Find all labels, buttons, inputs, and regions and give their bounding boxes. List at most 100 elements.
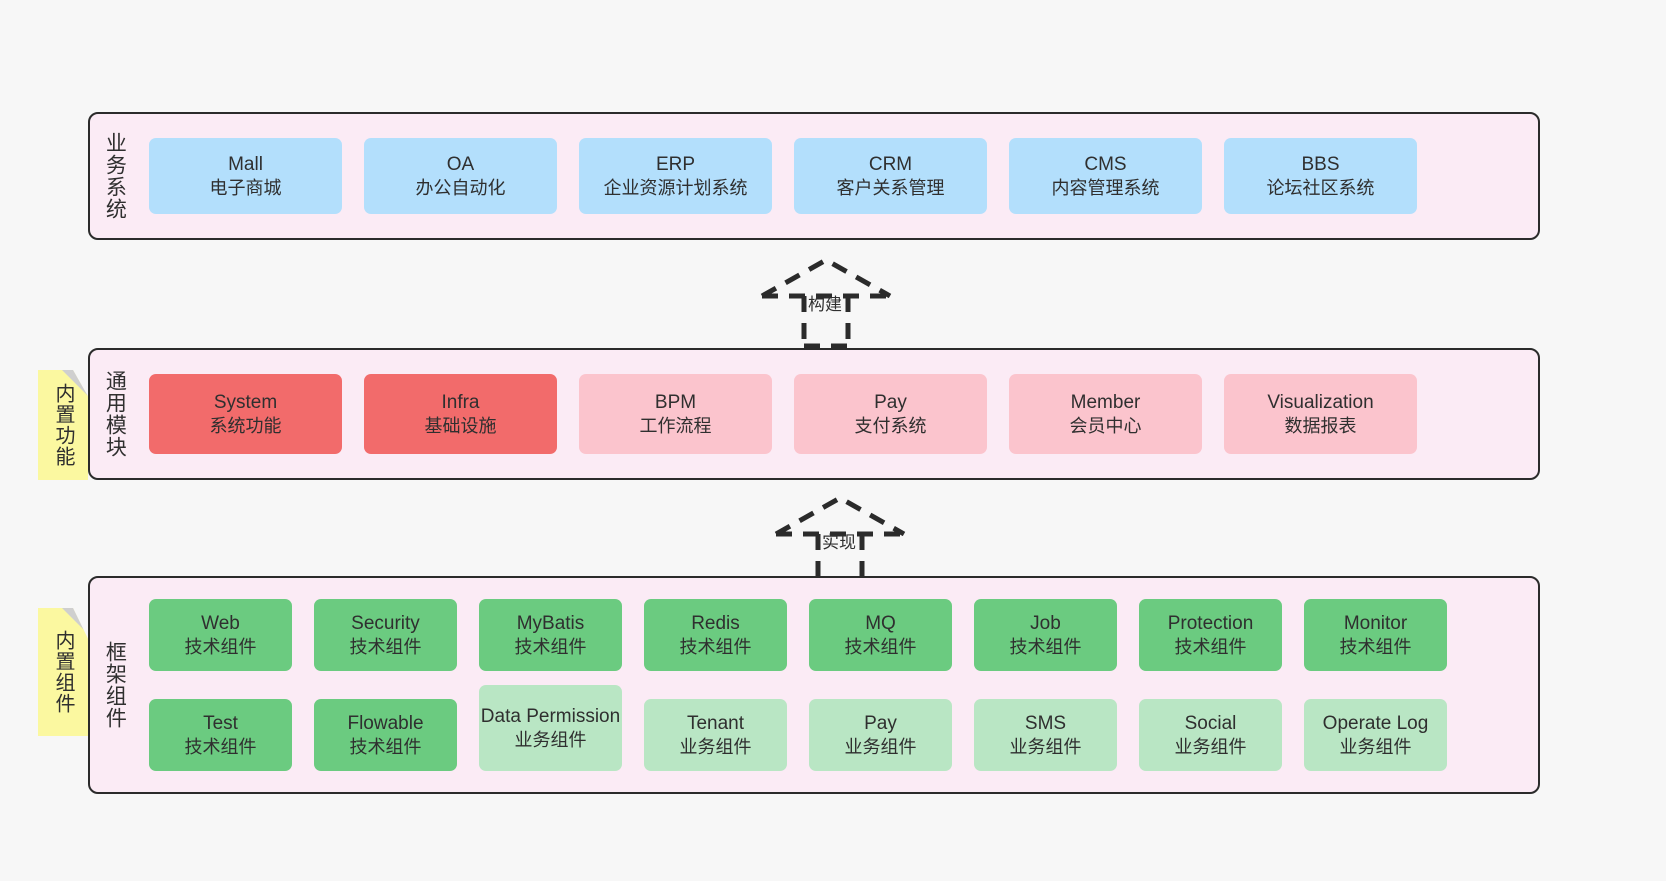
component-card-subtitle: 业务组件 <box>1009 736 1082 757</box>
component-card-subtitle: 业务组件 <box>1174 736 1247 757</box>
component-card-name: Infra <box>441 391 480 413</box>
connector-build: 构建 <box>752 250 912 350</box>
component-card-subtitle: 技术组件 <box>679 636 752 657</box>
component-card-subtitle: 支付系统 <box>854 415 927 436</box>
component-card-subtitle: 数据报表 <box>1284 415 1357 436</box>
component-card-name: Visualization <box>1267 391 1374 413</box>
component-card-name: Job <box>1030 612 1061 634</box>
component-card-name: Pay <box>874 391 907 413</box>
component-card-subtitle: 系统功能 <box>209 415 282 436</box>
component-card-name: Member <box>1070 391 1141 413</box>
component-card-subtitle: 技术组件 <box>184 736 257 757</box>
component-card-name: Test <box>203 712 238 734</box>
connector-build-label: 构建 <box>808 295 842 314</box>
component-card-subtitle: 业务组件 <box>679 736 752 757</box>
component-card-subtitle: 技术组件 <box>349 736 422 757</box>
layer-title-business: 业务系统 <box>103 132 127 220</box>
component-card-name: System <box>213 391 278 413</box>
note-builtin-features-label: 内置功能 <box>52 383 74 467</box>
component-card-subtitle: 企业资源计划系统 <box>603 177 748 198</box>
component-card-name: Web <box>201 612 240 634</box>
component-card-name: OA <box>446 153 475 175</box>
component-card-subtitle: 技术组件 <box>514 636 587 657</box>
component-card-subtitle: 技术组件 <box>1009 636 1082 657</box>
component-card-subtitle: 业务组件 <box>1339 736 1412 757</box>
component-card-subtitle: 技术组件 <box>1339 636 1412 657</box>
component-card-subtitle: 会员中心 <box>1069 415 1142 436</box>
component-card-name: Tenant <box>686 712 745 734</box>
component-card-subtitle: 业务组件 <box>514 729 587 750</box>
component-card-name: Redis <box>691 612 740 634</box>
component-card-subtitle: 电子商城 <box>209 177 282 198</box>
note-builtin-features: 内置功能 <box>38 370 88 480</box>
component-card-subtitle: 工作流程 <box>639 415 712 436</box>
component-card-subtitle: 业务组件 <box>844 736 917 757</box>
component-card-subtitle: 技术组件 <box>1174 636 1247 657</box>
connector-implement: 实现 <box>766 488 926 588</box>
component-card-name: Security <box>351 612 420 634</box>
component-card-subtitle: 内容管理系统 <box>1051 177 1160 198</box>
component-card-name: Social <box>1184 712 1237 734</box>
component-card-name: Data Permission <box>480 705 621 727</box>
component-card-subtitle: 技术组件 <box>844 636 917 657</box>
component-card-name: CMS <box>1084 153 1127 175</box>
component-card-name: Mall <box>228 153 263 175</box>
component-card-name: Protection <box>1167 612 1254 634</box>
component-card-name: BBS <box>1301 153 1340 175</box>
component-card-name: SMS <box>1024 712 1067 734</box>
component-card-name: Monitor <box>1343 612 1408 634</box>
component-card-name: Operate Log <box>1322 712 1429 734</box>
note-builtin-components-label: 内置组件 <box>52 630 74 714</box>
component-card-subtitle: 技术组件 <box>184 636 257 657</box>
connector-implement-label: 实现 <box>822 533 856 552</box>
layer-title-framework: 框架组件 <box>103 641 127 729</box>
component-card-name: ERP <box>655 153 696 175</box>
note-builtin-components: 内置组件 <box>38 608 88 736</box>
component-card-subtitle: 基础设施 <box>424 415 497 436</box>
component-card-name: BPM <box>654 391 697 413</box>
component-card-subtitle: 办公自动化 <box>415 177 506 198</box>
connector-build-icon <box>760 257 892 349</box>
component-card-name: Flowable <box>347 712 424 734</box>
component-card-subtitle: 技术组件 <box>349 636 422 657</box>
component-card-subtitle: 客户关系管理 <box>836 177 945 198</box>
component-card-subtitle: 论坛社区系统 <box>1266 177 1375 198</box>
